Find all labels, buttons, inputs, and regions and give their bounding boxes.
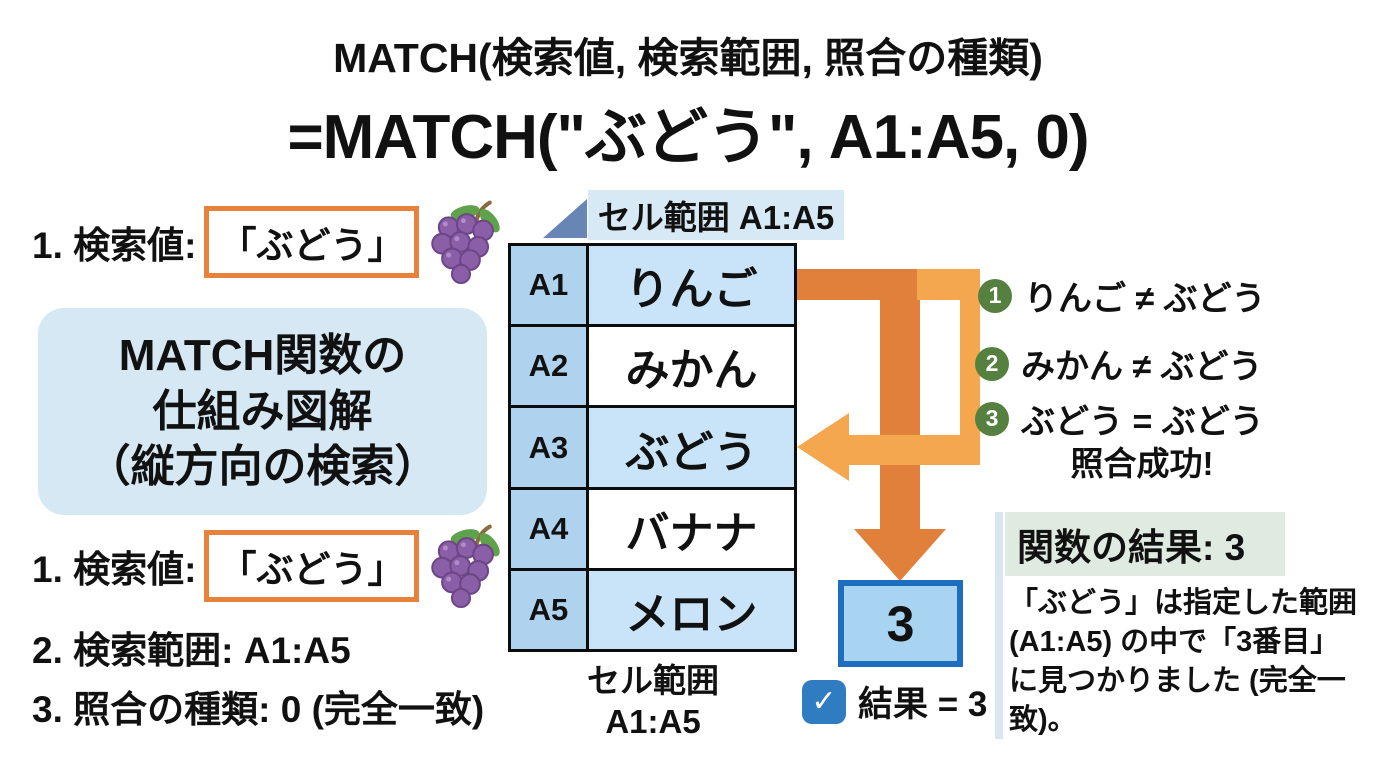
cell-value: メロン	[589, 570, 794, 650]
comparison-step-3: 3 ぶどう = ぶどう	[975, 394, 1264, 443]
range-label-top: セル範囲 A1:A5	[588, 190, 844, 240]
step-1-badge: 1	[978, 278, 1012, 313]
flow-arrow-return-segment	[845, 435, 980, 465]
result-check-text: 結果 = 3	[858, 685, 988, 724]
comparison-step-2: 2 みかん ≠ ぶどう	[975, 339, 1263, 388]
table-row: A5 メロン	[511, 570, 794, 650]
argument-1-label: 1. 検索値:	[32, 549, 197, 590]
argument-1-row-top: 1. 検索値: 「ぶどう」	[32, 200, 511, 285]
argument-1-label: 1. 検索値:	[32, 225, 197, 266]
table-row: A4 バナナ	[511, 489, 794, 571]
search-value-box: 「ぶどう」	[204, 206, 420, 278]
range-label-bottom-line-2: A1:A5	[605, 703, 701, 741]
result-cell: 3	[838, 580, 963, 667]
table-row: A1 りんご	[511, 246, 794, 328]
argument-3-text: 3. 照合の種類: 0 (完全一致)	[32, 689, 485, 730]
cell-address: A2	[511, 327, 589, 406]
triangle-icon	[543, 199, 587, 238]
table-row: A2 みかん	[511, 327, 794, 409]
formula-syntax-title: MATCH(検索値, 検索範囲, 照合の種類)	[333, 35, 1043, 81]
step-3-badge: 3	[975, 401, 1009, 436]
step-1-text: りんご ≠ ぶどう	[1024, 280, 1266, 318]
check-icon: ✓	[802, 679, 846, 724]
argument-2-text: 2. 検索範囲: A1:A5	[32, 630, 351, 671]
match-success-text: 照合成功!	[1070, 445, 1214, 482]
result-check-row: ✓ 結果 = 3	[802, 676, 987, 727]
grape-icon	[431, 200, 501, 285]
cell-address: A5	[511, 570, 589, 650]
cell-address: A4	[511, 489, 589, 568]
summary-panel: 関数の結果: 3 「ぶどう」は指定した範囲 (A1:A5) の中で「3番目」に見…	[995, 512, 1367, 740]
step-2-text: みかん ≠ ぶどう	[1021, 348, 1263, 386]
cell-value: バナナ	[589, 489, 794, 568]
diagram-title-box: MATCH関数の 仕組み図解 （縦方向の検索）	[38, 308, 487, 515]
step-3-text: ぶどう = ぶどう	[1021, 403, 1264, 441]
diagram-title-line-2: 仕組み図解	[152, 386, 373, 436]
formula-example-title: =MATCH("ぶどう", A1:A5, 0)	[287, 103, 1089, 172]
cell-address: A3	[511, 408, 589, 487]
argument-1-row-bottom: 1. 検索値: 「ぶどう」	[32, 524, 511, 609]
cell-value: みかん	[589, 327, 794, 406]
search-value-box: 「ぶどう」	[204, 530, 420, 602]
comparison-step-1: 1 りんご ≠ ぶどう	[978, 271, 1266, 320]
summary-body: 「ぶどう」は指定した範囲 (A1:A5) の中で「3番目」に見つかりました (完…	[1009, 587, 1358, 736]
flow-arrow-left-head	[797, 413, 849, 481]
cell-value: ぶどう	[589, 408, 794, 487]
grape-icon	[431, 524, 501, 609]
cell-value: りんご	[589, 246, 794, 325]
step-2-badge: 2	[975, 346, 1009, 381]
diagram-title-line-3: （縦方向の検索）	[86, 442, 439, 492]
flow-arrow-down-segment	[880, 269, 920, 529]
summary-title: 関数の結果: 3	[1005, 512, 1286, 576]
range-label-bottom-line-1: セル範囲	[587, 662, 719, 699]
cell-address: A1	[511, 246, 589, 325]
cell-range-table: A1 りんご A2 みかん A3 ぶどう A4 バナナ A5 メロン	[508, 243, 797, 652]
table-row: A3 ぶどう	[511, 408, 794, 490]
range-label-bottom: セル範囲 A1:A5	[508, 660, 798, 743]
flow-arrow-down-head	[854, 529, 946, 581]
diagram-title-line-1: MATCH関数の	[118, 331, 407, 381]
